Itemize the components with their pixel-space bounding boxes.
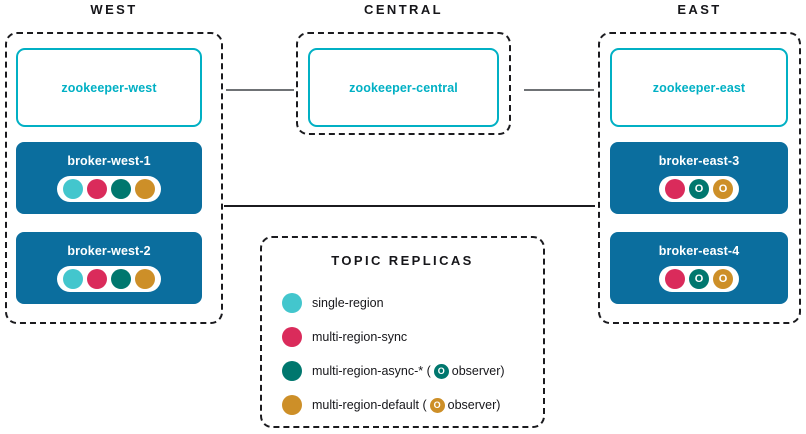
observer-glyph: O bbox=[718, 182, 728, 195]
observer-glyph: O bbox=[718, 272, 728, 285]
replica-dot-multi-region-default: O bbox=[713, 179, 733, 199]
legend-observer-dot: O bbox=[433, 363, 449, 379]
region-header-central: CENTRAL bbox=[364, 2, 443, 17]
legend-panel: TOPIC REPLICAS single-region multi-region… bbox=[260, 236, 545, 428]
broker-label-east-3: broker-east-3 bbox=[658, 154, 740, 168]
legend-label-suffix: observer) bbox=[447, 398, 501, 412]
legend-item-list: single-region multi-region-sync multi-regi… bbox=[282, 286, 533, 422]
legend-swatch-single-region bbox=[282, 293, 302, 313]
zookeeper-node-east[interactable]: zookeeper-east bbox=[610, 48, 788, 127]
replica-dot-multi-region-default bbox=[135, 179, 155, 199]
broker-label-east-4: broker-east-4 bbox=[658, 244, 740, 258]
legend-observer-dot: O bbox=[429, 397, 445, 413]
replica-dot-multi-region-sync bbox=[665, 179, 685, 199]
replica-dot-multi-region-async bbox=[111, 269, 131, 289]
legend-title: TOPIC REPLICAS bbox=[331, 253, 474, 268]
broker-label-west-1: broker-west-1 bbox=[67, 154, 151, 168]
legend-swatch-multi-region-sync bbox=[282, 327, 302, 347]
legend-swatch-multi-region-default bbox=[282, 395, 302, 415]
connector-west-brokers-to-east-brokers bbox=[224, 205, 595, 207]
zookeeper-label-west: zookeeper-west bbox=[61, 80, 157, 95]
zookeeper-label-east: zookeeper-east bbox=[652, 80, 746, 95]
replica-dot-single-region bbox=[63, 179, 83, 199]
replica-dot-single-region bbox=[63, 269, 83, 289]
legend-label: single-region bbox=[312, 296, 384, 310]
legend-item: single-region bbox=[282, 286, 533, 320]
replica-dot-multi-region-default bbox=[135, 269, 155, 289]
connector-west-to-central bbox=[226, 89, 294, 91]
broker-label-west-2: broker-west-2 bbox=[67, 244, 151, 258]
legend-label-text: multi-region-async-* ( bbox=[312, 364, 431, 378]
broker-node-west-1[interactable]: broker-west-1 bbox=[16, 142, 202, 214]
region-container-west bbox=[5, 32, 223, 324]
replica-dot-multi-region-sync bbox=[87, 269, 107, 289]
broker-node-west-2[interactable]: broker-west-2 bbox=[16, 232, 202, 304]
replica-pill bbox=[57, 176, 161, 202]
region-header-east: EAST bbox=[677, 2, 722, 17]
observer-glyph: O bbox=[433, 399, 441, 410]
legend-label-text: single-region bbox=[312, 296, 384, 310]
replica-dot-multi-region-async: O bbox=[689, 179, 709, 199]
region-container-east bbox=[598, 32, 801, 324]
legend-label: multi-region-sync bbox=[312, 330, 407, 344]
region-header-west: WEST bbox=[90, 2, 138, 17]
zookeeper-node-central[interactable]: zookeeper-central bbox=[308, 48, 499, 127]
replica-dot-multi-region-sync bbox=[665, 269, 685, 289]
region-container-central bbox=[296, 32, 511, 135]
legend-label-text: multi-region-sync bbox=[312, 330, 408, 344]
replica-dot-multi-region-async: O bbox=[689, 269, 709, 289]
zookeeper-node-west[interactable]: zookeeper-west bbox=[16, 48, 202, 127]
zookeeper-label-central: zookeeper-central bbox=[349, 80, 458, 95]
legend-swatch-multi-region-async bbox=[282, 361, 302, 381]
observer-glyph: O bbox=[694, 182, 704, 195]
legend-label-text: multi-region-default ( bbox=[312, 398, 427, 412]
replica-dot-multi-region-sync bbox=[87, 179, 107, 199]
replica-dot-multi-region-default: O bbox=[713, 269, 733, 289]
legend-item: multi-region-sync bbox=[282, 320, 533, 354]
legend-label-suffix: observer) bbox=[451, 364, 505, 378]
observer-glyph: O bbox=[694, 272, 704, 285]
connector-central-to-east bbox=[524, 89, 594, 91]
observer-glyph: O bbox=[437, 365, 445, 376]
replica-pill bbox=[57, 266, 161, 292]
replica-dot-multi-region-async bbox=[111, 179, 131, 199]
